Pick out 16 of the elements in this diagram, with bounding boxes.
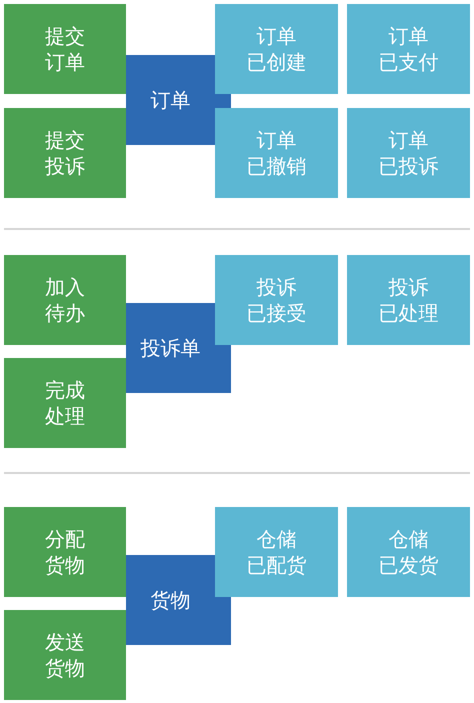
event-card: 订单已创建 xyxy=(215,4,338,94)
event-card: 订单已撤销 xyxy=(215,108,338,198)
aggregate-card: 投诉单 xyxy=(126,303,231,393)
event-card: 订单已支付 xyxy=(347,4,470,94)
command-card: 提交订单 xyxy=(4,4,126,94)
command-card: 加入待办 xyxy=(4,255,126,345)
event-card: 仓储已发货 xyxy=(347,507,470,597)
aggregate-card: 货物 xyxy=(126,555,231,645)
command-card: 分配货物 xyxy=(4,507,126,597)
event-card: 投诉已接受 xyxy=(215,255,338,345)
command-card: 提交投诉 xyxy=(4,108,126,198)
command-card: 完成处理 xyxy=(4,358,126,448)
event-card: 投诉已处理 xyxy=(347,255,470,345)
command-card: 发送货物 xyxy=(4,610,126,700)
event-card: 仓储已配货 xyxy=(215,507,338,597)
event-card: 订单已投诉 xyxy=(347,108,470,198)
